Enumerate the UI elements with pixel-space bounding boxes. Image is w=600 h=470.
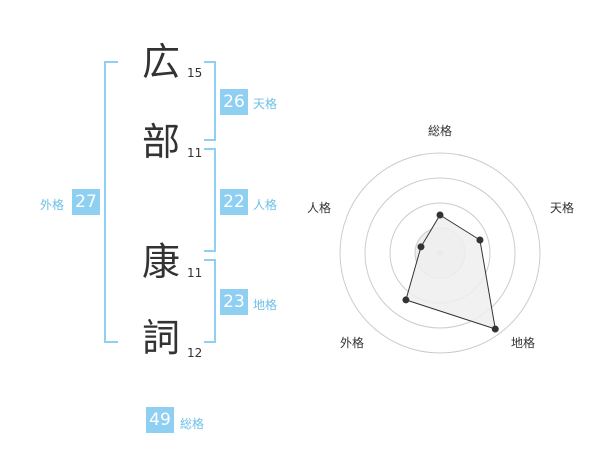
stroke-count-4: 12 bbox=[187, 346, 203, 360]
jinkaku-bracket bbox=[204, 148, 216, 252]
tenkaku-label: 天格 bbox=[253, 97, 278, 111]
chikaku-bracket bbox=[204, 259, 216, 343]
gaikaku-value: 27 bbox=[72, 189, 100, 215]
radar-label-soukaku: 総格 bbox=[428, 123, 452, 138]
radar-label-jinkaku: 人格 bbox=[307, 200, 331, 215]
tenkaku-bracket bbox=[204, 61, 216, 141]
radar-point-gaikaku bbox=[402, 296, 410, 304]
stroke-count-1: 15 bbox=[187, 66, 203, 80]
radar-point-tenkaku bbox=[476, 236, 484, 244]
radar-label-gaikaku: 外格 bbox=[340, 335, 364, 350]
jinkaku-value: 22 bbox=[220, 189, 248, 215]
jinkaku-label: 人格 bbox=[253, 198, 278, 212]
radar-points bbox=[402, 211, 499, 333]
radar-polygon bbox=[405, 214, 496, 330]
gaikaku-bracket bbox=[104, 61, 118, 343]
name-char-4: 詞 bbox=[142, 316, 181, 360]
gaikaku-label: 外格 bbox=[40, 198, 65, 212]
radar-point-soukaku bbox=[436, 211, 444, 219]
name-char-1: 広 bbox=[142, 40, 181, 84]
radar-label-chikaku: 地格 bbox=[511, 335, 535, 350]
name-char-2: 部 bbox=[142, 120, 181, 164]
stroke-count-2: 11 bbox=[187, 146, 203, 160]
radar-label-tenkaku: 天格 bbox=[550, 200, 574, 215]
stroke-count-3: 11 bbox=[187, 266, 203, 280]
radar-point-chikaku bbox=[491, 325, 499, 333]
chikaku-value: 23 bbox=[220, 289, 248, 315]
soukaku-value: 49 bbox=[146, 407, 174, 433]
radar-point-jinkaku bbox=[417, 243, 425, 251]
tenkaku-value: 26 bbox=[220, 89, 248, 115]
chikaku-label: 地格 bbox=[253, 298, 278, 312]
soukaku-label: 総格 bbox=[180, 417, 205, 431]
name-char-3: 康 bbox=[142, 240, 181, 284]
